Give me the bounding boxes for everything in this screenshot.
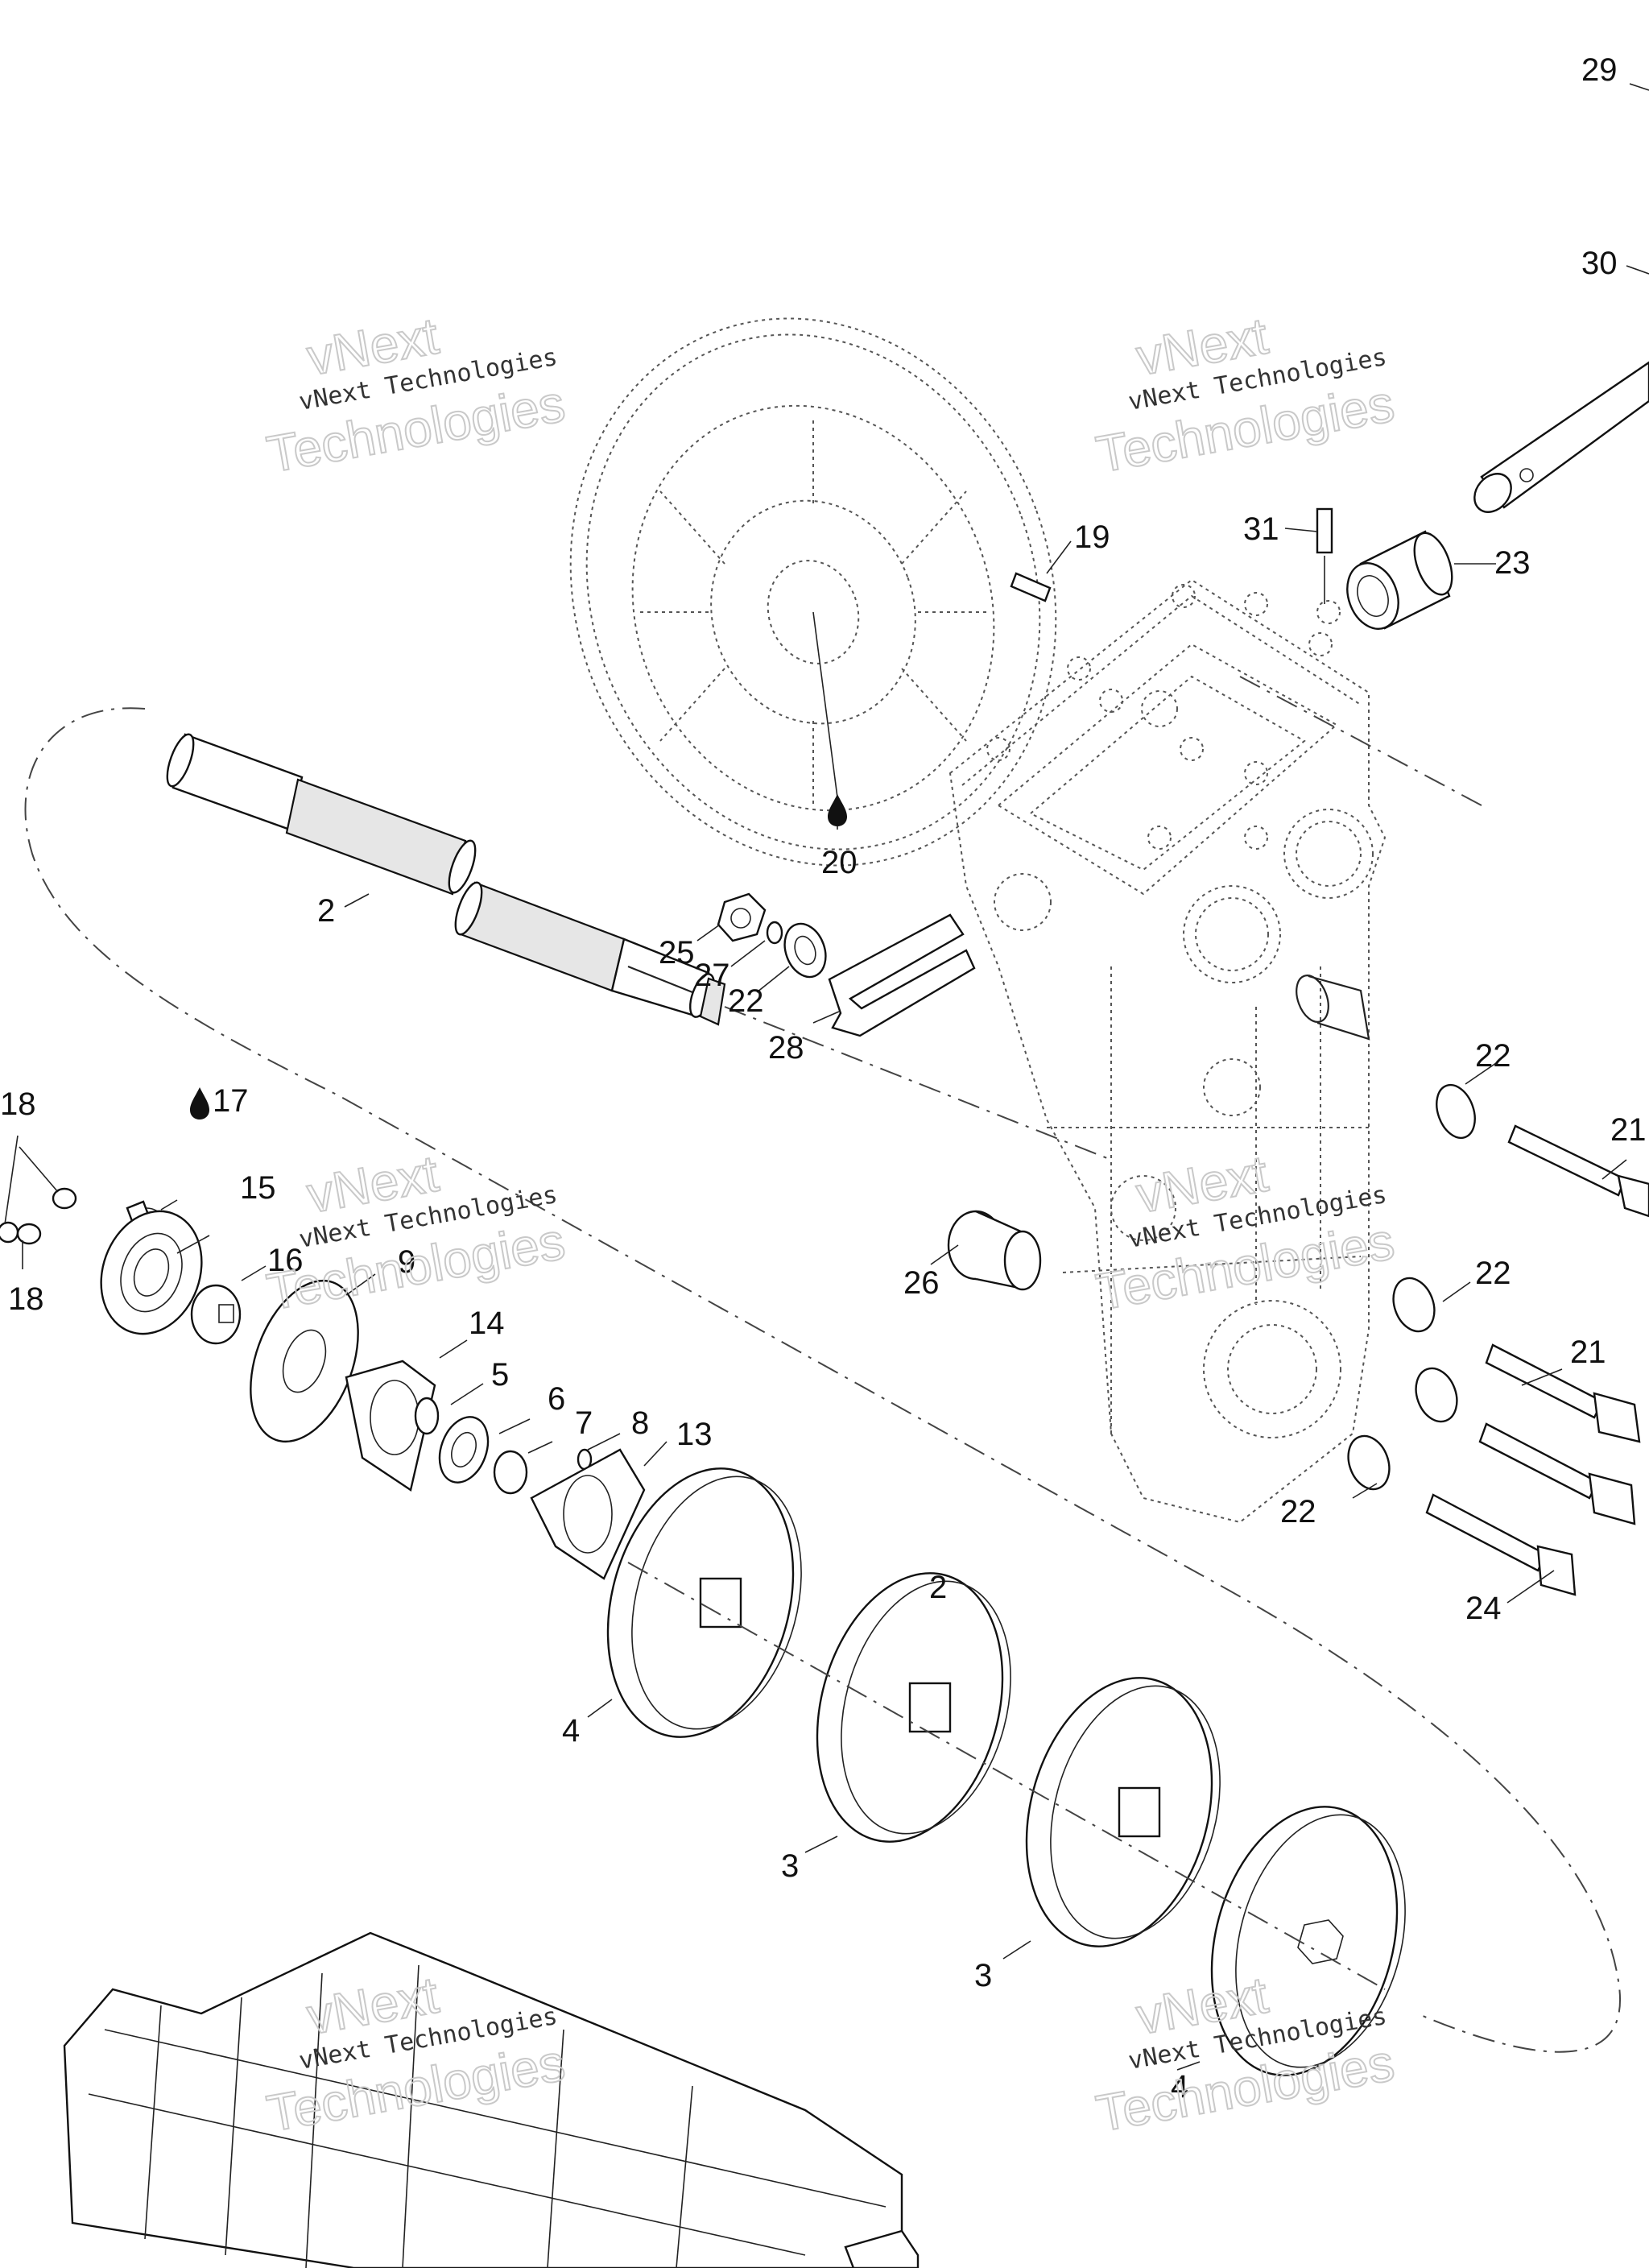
callout-8: 8 [631,1405,649,1441]
callout-22-b: 22 [1475,1038,1511,1074]
callout-20: 20 [821,845,858,880]
washer-part-7 [493,1450,528,1495]
callout-28: 28 [768,1030,804,1066]
callout-3-b: 3 [974,1958,992,1993]
nut-part-18-b [0,1221,19,1244]
callout-22-d: 22 [1280,1494,1316,1529]
bolt-part-21-b [1485,1343,1641,1443]
ring-part-5 [414,1397,440,1435]
bearing-part-22-d [1415,1367,1458,1423]
sprocket-part-4-right [1210,1806,1406,2076]
nut-part-18-a [52,1187,77,1210]
callout-2-shaft: 2 [317,893,335,929]
oil-drop-icon [828,794,847,826]
callout-13: 13 [676,1417,713,1452]
sprocket-part-4-left [606,1467,802,1738]
callout-16: 16 [267,1243,304,1278]
watermark-mid-left: vNext vNext Technologies Technologies [262,1144,569,1322]
callout-7: 7 [575,1405,593,1441]
slider-clip [844,2229,920,2268]
track-belt [63,1931,903,2268]
callout-27: 27 [694,958,730,993]
seal-plate-part-13 [530,1448,646,1580]
callout-18-b: 18 [8,1281,44,1317]
callout-26: 26 [903,1265,940,1301]
bolt-part-21-a [1507,1124,1649,1218]
drive-shaft-part-2 [166,733,1112,1161]
callout-5: 5 [491,1357,509,1393]
sprocket-part-3-b [1025,1677,1221,1947]
callout-4-left: 4 [562,1713,580,1749]
nut-part-25 [717,892,767,942]
watermark-mid-right: vNext vNext Technologies Technologies [1091,1144,1399,1322]
watermark-top-left: vNext vNext Technologies Technologies [262,306,569,485]
rod-part-30 [1473,361,1649,513]
callout-22-a: 22 [728,983,764,1019]
callout-15: 15 [240,1170,276,1206]
callout-23: 23 [1494,545,1531,581]
callout-3-a: 3 [781,1848,799,1884]
bearing-part-22-a [783,922,827,979]
washer-part-27 [766,921,783,945]
callout-2-sprocket: 2 [929,1570,947,1605]
watermark-top-right: vNext vNext Technologies Technologies [1091,306,1399,485]
callout-21-b: 21 [1570,1335,1606,1370]
key-part-19 [1010,572,1052,602]
bolt-part-21-c [1478,1422,1636,1525]
sprocket-axis [627,1562,1386,1990]
bearing-flange-part-15 [100,1210,203,1335]
bearing-part-6 [438,1416,490,1484]
callout-labels: 29 30 31 19 23 20 2 25 27 22 28 22 21 18… [0,52,1647,2105]
callout-14: 14 [469,1306,505,1341]
track-loop-inner-line [1239,676,1482,806]
bearing-part-22-b [1436,1083,1476,1140]
bearing-part-22-c [1392,1277,1436,1333]
callout-18-a: 18 [0,1086,36,1122]
gearbox-housing [948,578,1387,1524]
collar-part-16 [190,1284,242,1345]
callout-19: 19 [1074,519,1110,555]
bearing-part-22-e [1347,1434,1391,1491]
callout-25: 25 [659,935,695,971]
callout-21-a: 21 [1610,1112,1647,1148]
track-loop-outline [24,707,1621,2053]
idler-wheel [569,317,1057,867]
bushing-part-23 [1346,530,1453,630]
oil-drop-icon [190,1087,209,1120]
callout-29: 29 [1581,52,1618,88]
callout-17: 17 [213,1083,249,1119]
leader-lines [4,83,1649,2071]
callout-4-right: 4 [1171,2069,1188,2105]
callout-24: 24 [1465,1591,1502,1626]
fork-part-28 [828,913,976,1037]
pin-part-31 [1316,507,1333,604]
plate-part-9 [250,1279,359,1443]
bushing-part-26 [947,1210,1042,1291]
callout-9: 9 [398,1244,415,1280]
sprocket-part-3-a [816,1572,1011,1843]
callout-30: 30 [1581,246,1618,281]
callout-31: 31 [1243,511,1279,547]
callout-6: 6 [548,1381,565,1417]
bolt-part-24 [1425,1493,1577,1596]
nut-part-18-c [16,1223,42,1245]
callout-22-c: 22 [1475,1256,1511,1291]
